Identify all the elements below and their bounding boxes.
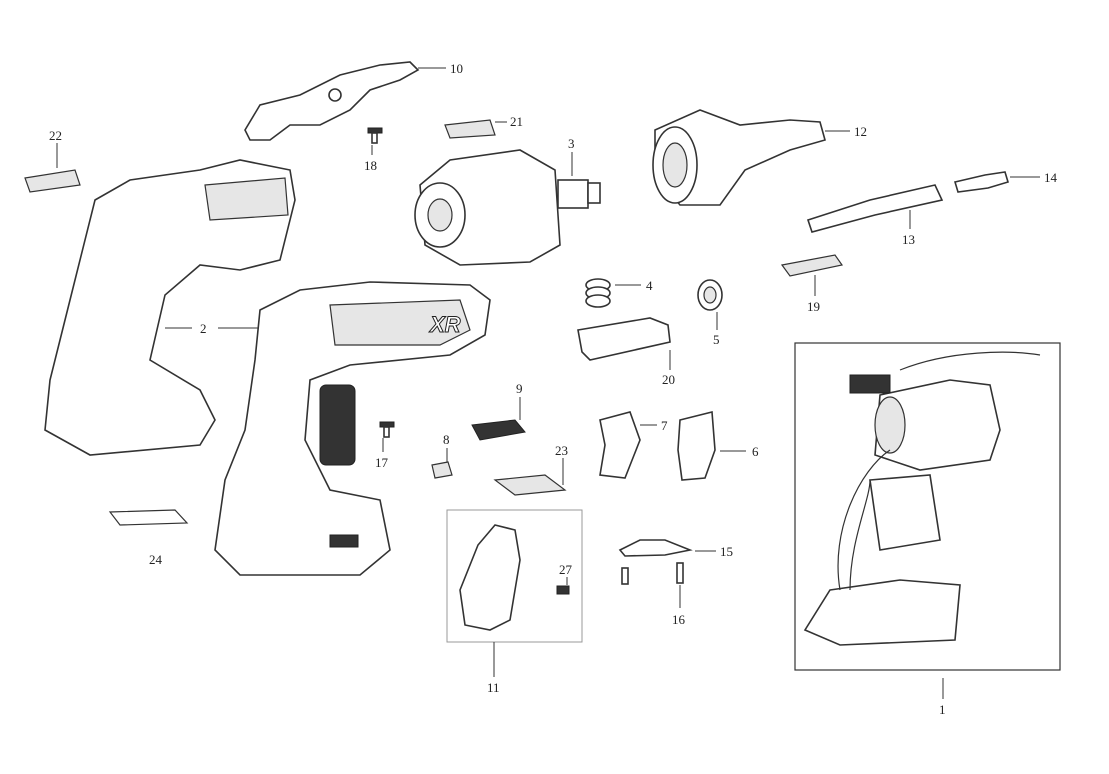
part-3-gearbox — [414, 149, 601, 266]
part-20-depth-locator — [577, 317, 671, 361]
part-5-collar — [697, 279, 723, 311]
callout-4: 4 — [646, 278, 653, 293]
callout-24: 24 — [149, 552, 163, 567]
part-24-label — [108, 509, 189, 526]
callout-21: 21 — [510, 114, 523, 129]
callout-1: 1 — [939, 702, 946, 717]
part-12-nosecone — [652, 109, 826, 206]
callout-12: 12 — [854, 124, 867, 139]
part-15-bracket — [618, 539, 693, 557]
callout-7: 7 — [661, 418, 668, 433]
part-14-bit — [953, 171, 1009, 193]
part-17-screw — [379, 421, 395, 438]
callout-10: 10 — [450, 61, 463, 76]
callout-13: 13 — [902, 232, 915, 247]
part-22-pad — [24, 169, 81, 193]
callout-9: 9 — [516, 381, 523, 396]
callout-27: 27 — [559, 562, 573, 577]
part-housing-left — [44, 159, 296, 456]
part-18-screw — [367, 127, 383, 144]
callout-20: 20 — [662, 372, 675, 387]
part-21-label — [444, 119, 496, 139]
part-16-screws — [621, 562, 684, 585]
part-6-lock — [677, 410, 716, 481]
part-1-group-box — [794, 342, 1061, 671]
part-19-clip — [780, 254, 844, 277]
part-2-housing: XR — [214, 281, 491, 576]
leader-lines — [56, 67, 1040, 699]
callout-22: 22 — [49, 128, 62, 143]
callout-16: 16 — [672, 612, 686, 627]
part-4-spring — [585, 278, 611, 308]
part-23-label — [493, 474, 567, 496]
callout-8: 8 — [443, 432, 450, 447]
callout-5: 5 — [713, 332, 720, 347]
part-13-bit-holder — [806, 184, 944, 233]
callout-14: 14 — [1044, 170, 1058, 185]
part-10-top-cover — [244, 61, 420, 141]
xr-logo: XR — [428, 312, 461, 337]
callout-23: 23 — [555, 443, 568, 458]
callout-2: 2 — [200, 321, 207, 336]
callout-labels: 10 22 18 21 3 12 14 13 19 4 5 2 20 9 7 6… — [49, 61, 1058, 717]
part-1-motor-assembly — [803, 351, 1041, 646]
callout-11: 11 — [487, 680, 500, 695]
part-9-switch — [471, 419, 526, 441]
part-11-battery-latch — [459, 524, 521, 631]
callout-6: 6 — [752, 444, 759, 459]
callout-3: 3 — [568, 136, 575, 151]
callout-15: 15 — [720, 544, 733, 559]
part-8-button — [431, 461, 453, 479]
callout-18: 18 — [364, 158, 377, 173]
part-11-group-box — [446, 509, 583, 643]
callout-17: 17 — [375, 455, 389, 470]
part-27-screw — [556, 585, 570, 595]
callout-19: 19 — [807, 299, 820, 314]
part-7-forward-reverse — [599, 411, 641, 479]
